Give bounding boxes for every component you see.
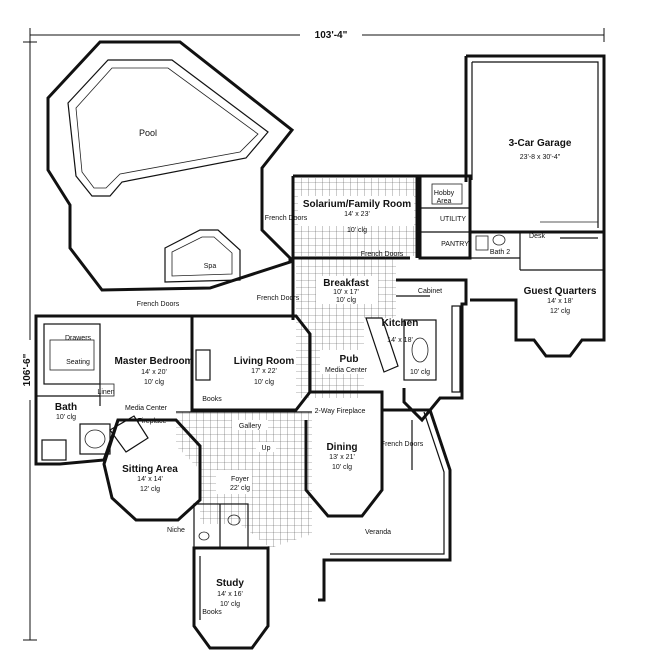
- hobby-label: Hobby: [434, 190, 455, 197]
- pool-label: Pool: [139, 128, 157, 138]
- study-ceiling: 10' clg: [220, 601, 240, 608]
- master-media-center: Media Center: [125, 405, 168, 412]
- breakfast-room: [291, 256, 410, 320]
- kitchen-room: [365, 278, 468, 423]
- french-doors-solarium: French Doors: [265, 215, 308, 222]
- cabinet-label: Cabinet: [418, 288, 442, 295]
- guest-quarters-ceiling: 12' clg: [550, 308, 570, 315]
- dining-label: Dining: [326, 442, 357, 453]
- sitting-area-label: Sitting Area: [122, 464, 178, 475]
- living-room-size: 17' x 22': [251, 368, 277, 375]
- foyer-ceiling: 22' clg: [230, 485, 250, 492]
- desk-label: Desk: [529, 233, 545, 240]
- french-doors-dining: French Doors: [381, 441, 424, 448]
- two-way-fireplace-label: 2-Way Fireplace: [315, 408, 366, 415]
- pantry-label: PANTRY: [441, 241, 469, 248]
- master-bedroom-size: 14' x 20': [141, 369, 167, 376]
- pub-label: Pub: [340, 354, 359, 365]
- solarium-label: Solarium/Family Room: [303, 199, 411, 210]
- dining-size: 13' x 21': [329, 454, 355, 461]
- foyer-label: Foyer: [231, 476, 250, 483]
- dining-room: [304, 390, 384, 518]
- master-bedroom-label: Master Bedroom: [115, 356, 194, 367]
- dining-ceiling: 10' clg: [332, 464, 352, 471]
- utility-label: UTILITY: [440, 216, 466, 223]
- linen-label: Linen: [97, 389, 114, 396]
- study-label: Study: [216, 578, 244, 589]
- gallery-label: Gallery: [239, 423, 262, 430]
- guest-wing: [470, 230, 606, 358]
- breakfast-size: 10' x 17': [333, 289, 359, 296]
- solarium-room: [291, 174, 419, 258]
- veranda: [318, 408, 452, 602]
- width-dimension-label: 103'-4": [315, 30, 348, 41]
- breakfast-ceiling: 10' clg: [336, 297, 356, 304]
- gallery-foyer-area: [176, 411, 312, 548]
- living-room-label: Living Room: [234, 356, 295, 367]
- spa-label: Spa: [204, 263, 217, 270]
- up-label: Up: [262, 445, 271, 452]
- study-books: Books: [202, 609, 222, 616]
- french-doors-master: French Doors: [137, 301, 180, 308]
- guest-quarters-label: Guest Quarters: [524, 286, 597, 297]
- study-room: [192, 546, 270, 650]
- study-size: 14' x 16': [217, 591, 243, 598]
- depth-dimension-label: 106'-6": [22, 353, 33, 386]
- living-room-ceiling: 10' clg: [254, 379, 274, 386]
- pool-deck: [46, 40, 295, 292]
- sitting-area-size: 14' x 14': [137, 476, 163, 483]
- kitchen-label: Kitchen: [382, 318, 419, 329]
- drawers-label: Drawers: [65, 335, 92, 342]
- living-room: [192, 314, 312, 412]
- garage-size: 23'-8 x 30'-4": [520, 154, 561, 161]
- pub-media-center: Media Center: [325, 367, 368, 374]
- sitting-area-ceiling: 12' clg: [140, 486, 160, 493]
- bath-ceiling: 10' clg: [56, 414, 76, 421]
- sitting-area: [102, 415, 202, 522]
- niche-label: Niche: [167, 527, 185, 534]
- seating-label: Seating: [66, 359, 90, 366]
- french-doors-living: French Doors: [257, 295, 300, 302]
- solarium-ceiling: 10' clg: [347, 227, 367, 234]
- bath-label: Bath: [55, 402, 77, 413]
- veranda-label: Veranda: [365, 529, 391, 536]
- guest-quarters-size: 14' x 18': [547, 298, 573, 305]
- garage-label: 3-Car Garage: [509, 138, 572, 149]
- kitchen-size: 14' x 18': [387, 337, 413, 344]
- hobby-label-2: Area: [437, 198, 452, 205]
- breakfast-label: Breakfast: [323, 278, 369, 289]
- kitchen-ceiling: 10' clg: [410, 369, 430, 376]
- living-books: Books: [202, 396, 222, 403]
- bath2-label: Bath 2: [490, 249, 510, 256]
- solarium-size: 14' x 23': [344, 211, 370, 218]
- master-bedroom-ceiling: 10' clg: [144, 379, 164, 386]
- french-doors-breakfast: French Doors: [361, 251, 404, 258]
